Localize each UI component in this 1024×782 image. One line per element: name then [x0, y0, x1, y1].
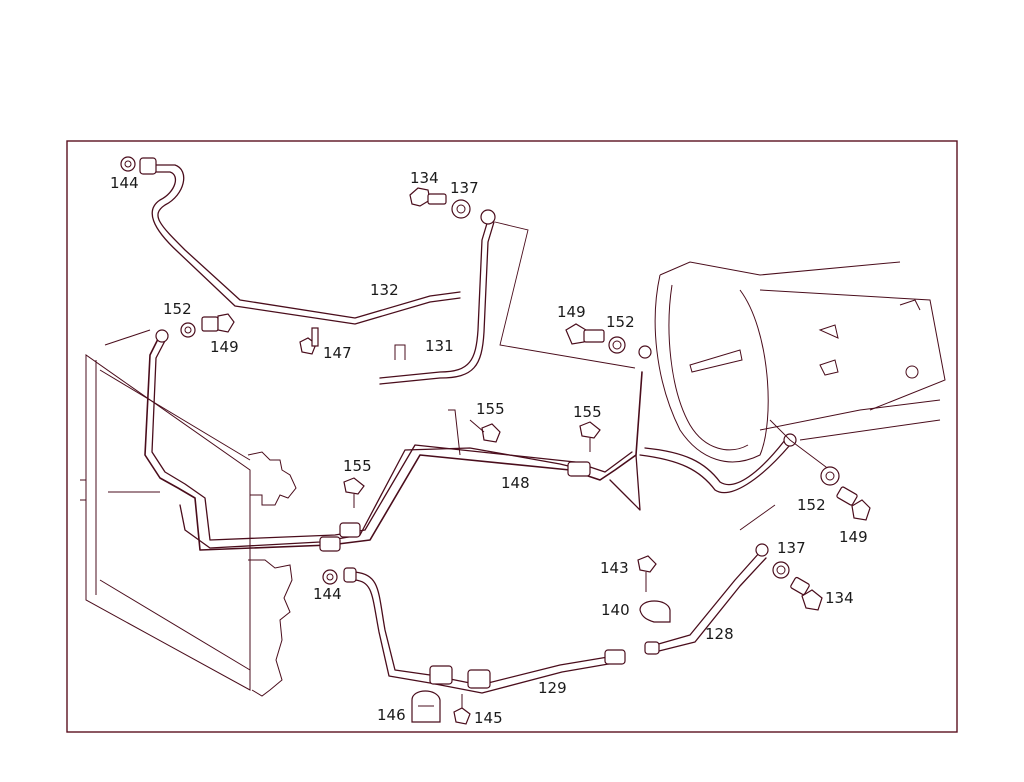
part-label-134-b: 134 — [825, 589, 854, 607]
line-128 — [654, 551, 761, 646]
part-label-137-b: 137 — [777, 539, 806, 557]
line-129 — [354, 571, 621, 686]
part-label-148: 148 — [501, 474, 530, 492]
part-label-155: 155 — [476, 400, 505, 418]
connector-148a — [319, 461, 591, 552]
part-label-147: 147 — [323, 344, 352, 362]
part-label-132: 132 — [370, 281, 399, 299]
part-label-128: 128 — [705, 625, 734, 643]
banjo-bolt-134a — [409, 187, 447, 207]
part-label-137: 137 — [450, 179, 479, 197]
seal-ring-137a — [451, 199, 471, 219]
connector-129a — [429, 665, 491, 689]
part-label-143: 143 — [600, 559, 629, 577]
clamp-140 — [639, 600, 671, 623]
part-label-152: 152 — [163, 300, 192, 318]
radiator — [80, 329, 297, 697]
part-label-145: 145 — [474, 709, 503, 727]
part-label-140: 140 — [601, 601, 630, 619]
seal-ring-152a — [180, 322, 196, 338]
banjo-bolt-134b — [790, 576, 823, 611]
washer-144a — [120, 156, 136, 172]
part-label-155-b: 155 — [573, 403, 602, 421]
part-label-149-c: 149 — [839, 528, 868, 546]
bolt-147 — [299, 327, 319, 355]
part-label-155-c: 155 — [343, 457, 372, 475]
part-label-152-b: 152 — [606, 313, 635, 331]
part-label-129: 129 — [538, 679, 567, 697]
clip-146 — [411, 690, 441, 723]
seal-ring-152c — [820, 466, 840, 486]
bolt-155b — [579, 421, 601, 452]
part-label-152-c: 152 — [797, 496, 826, 514]
part-label-149: 149 — [210, 338, 239, 356]
hollow-bolt-149a — [201, 313, 235, 333]
transmission-housing — [654, 261, 946, 463]
part-label-146: 146 — [377, 706, 406, 724]
seal-ring-152b — [608, 336, 626, 354]
hollow-bolt-149b — [565, 323, 605, 345]
part-label-134: 134 — [410, 169, 439, 187]
part-label-144: 144 — [110, 174, 139, 192]
part-label-149-b: 149 — [557, 303, 586, 321]
part-label-144-b: 144 — [313, 585, 342, 603]
washer-144b — [322, 569, 338, 585]
hollow-bolt-149c — [836, 486, 871, 521]
part-label-131: 131 — [425, 337, 454, 355]
bolt-155a — [469, 419, 501, 443]
bolt-145 — [453, 694, 471, 725]
seal-ring-137b — [772, 561, 790, 579]
line-132 — [154, 164, 461, 319]
line-131 — [379, 219, 489, 379]
line-148 — [144, 334, 643, 551]
bolt-143 — [637, 555, 657, 592]
bolt-155c — [343, 477, 365, 508]
diagram-frame — [66, 140, 958, 733]
